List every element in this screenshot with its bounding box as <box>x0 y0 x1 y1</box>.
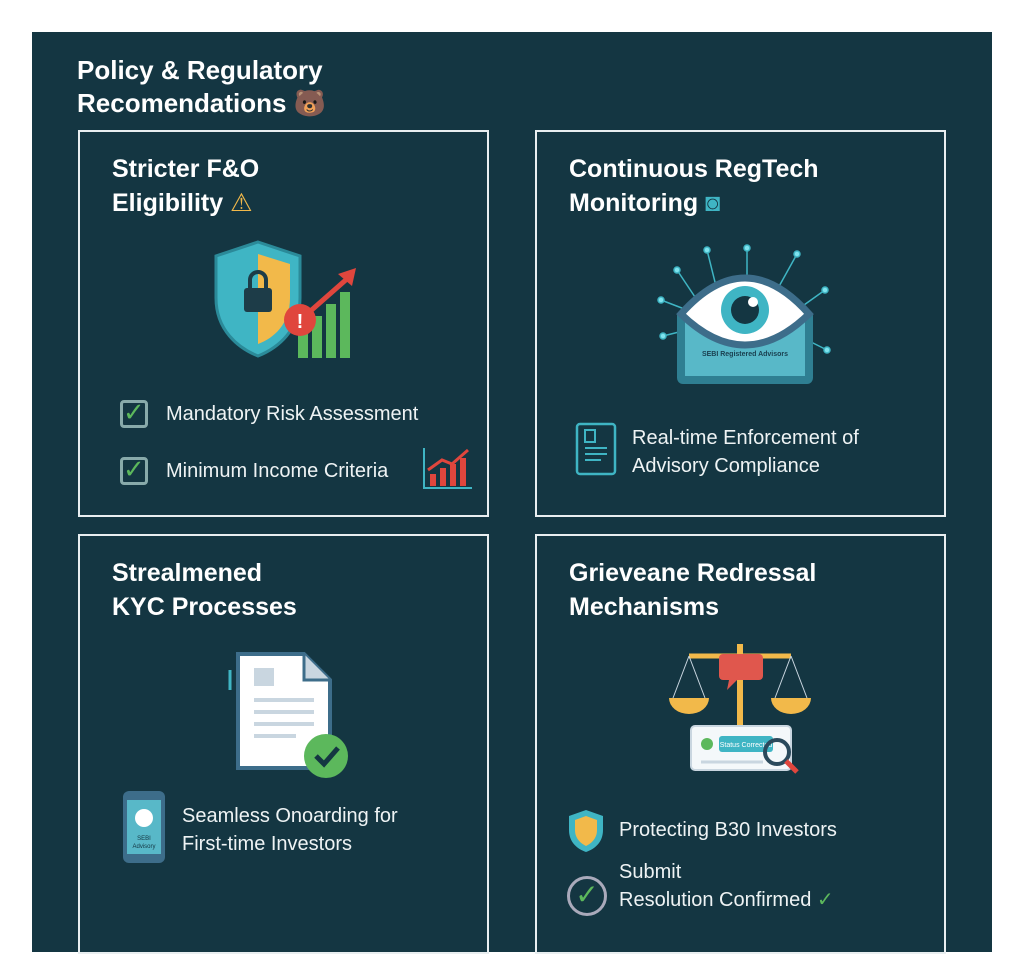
title-line-2-text: Recomendations <box>77 88 287 118</box>
camera-icon: ◙ <box>705 189 721 217</box>
emoji-icon: 🐻 <box>293 88 327 118</box>
item-line: Seamless Onoarding for <box>182 805 398 827</box>
card-title-text: Eligibility <box>112 189 224 217</box>
status-label: Status Corrected <box>720 742 773 749</box>
card-title-line: Continuous RegTech <box>569 155 819 183</box>
item-line: First-time Investors <box>182 833 353 855</box>
check-circle-icon: ✓ <box>567 876 607 916</box>
title-line-1: Policy & Regulatory <box>77 55 323 85</box>
screen-label: SEBI Registered Advisors <box>702 351 788 358</box>
page-title: Policy & Regulatory Recomendations 🐻 <box>77 54 326 120</box>
document-icon <box>575 422 617 476</box>
item-resolution-text: Resolution Confirmed <box>619 889 812 911</box>
item-line: Real-time Enforcement of <box>632 427 859 449</box>
scales-of-justice-icon: Status Corrected <box>669 644 811 774</box>
check-icon: ✓ <box>120 456 148 485</box>
phone-label: Advisory <box>132 844 155 850</box>
item-enforcement: Real-time Enforcement of Advisory Complia… <box>632 424 859 480</box>
item-income-criteria: Minimum Income Criteria <box>166 460 389 482</box>
check-icon: ✓ <box>816 889 834 911</box>
item-resolution: Resolution Confirmed ✓ <box>619 886 834 914</box>
card-fo-eligibility: Stricter F&O Eligibility ⚠ ! ✓ Mandatory … <box>78 130 489 517</box>
shield-icon <box>569 810 603 852</box>
bar-chart-icon <box>423 448 472 489</box>
item-risk-assessment: Mandatory Risk Assessment <box>166 403 419 425</box>
item-line: Advisory Compliance <box>632 455 820 477</box>
item-submit: Submit <box>619 861 682 883</box>
card-title-text: Monitoring <box>569 189 699 217</box>
card-title-line: Mechanisms <box>569 593 720 621</box>
card-title-line: Stricter F&O <box>112 155 260 183</box>
title-line-2: Recomendations 🐻 <box>77 87 326 120</box>
shield-lock-chart-icon: ! <box>214 240 356 358</box>
check-icon: ✓ <box>120 399 148 428</box>
phone-label: SEBI <box>137 836 151 842</box>
eye-monitor-icon: SEBI Registered Advisors <box>657 244 831 384</box>
phone-icon: SEBI Advisory <box>123 791 165 863</box>
card-title-line: Monitoring ◙ <box>569 186 819 220</box>
kyc-document-check-icon <box>228 652 348 778</box>
card-title-line: Eligibility ⚠ <box>112 186 259 220</box>
item-protecting-investors: Protecting B30 Investors <box>619 819 837 841</box>
svg-text:!: ! <box>297 311 304 333</box>
card-title-line: Grieveane Redressal <box>569 559 817 587</box>
card-title-line: Strealmened <box>112 559 263 587</box>
card-title: Stricter F&O Eligibility ⚠ <box>112 152 259 220</box>
card-title-line: KYC Processes <box>112 593 297 621</box>
warning-icon: ⚠ <box>230 189 253 217</box>
infographic-panel <box>32 32 992 952</box>
